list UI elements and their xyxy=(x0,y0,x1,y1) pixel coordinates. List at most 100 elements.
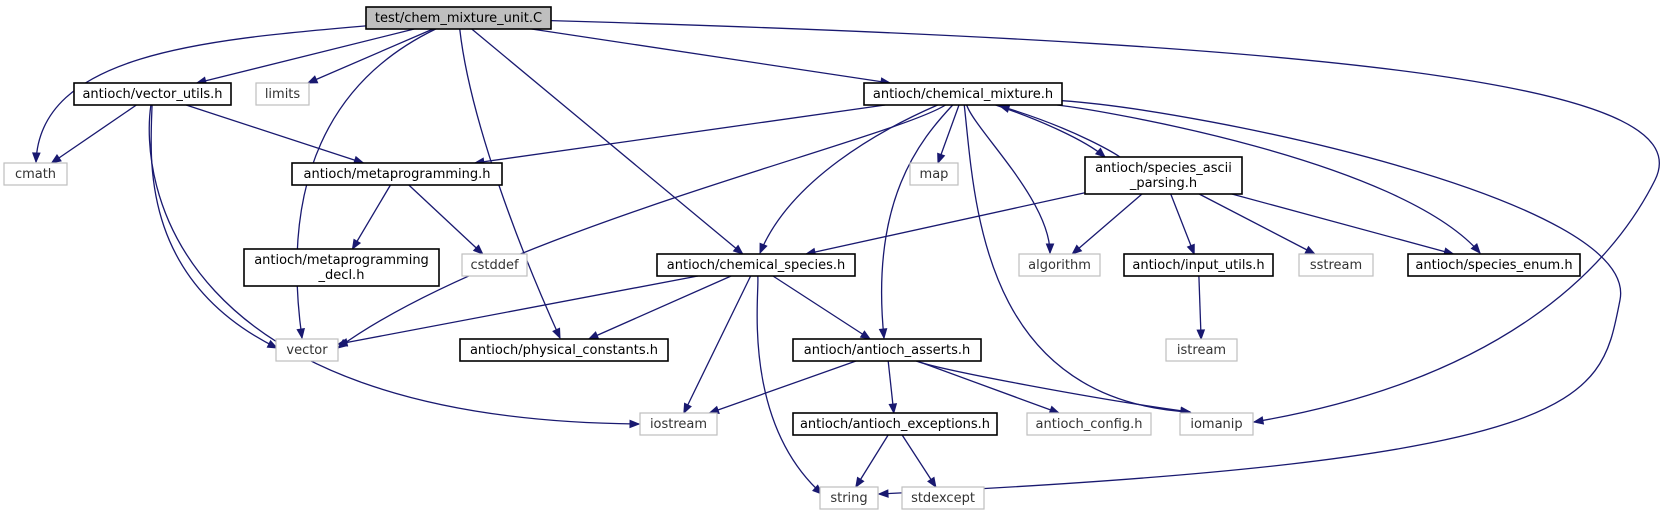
node-label: antioch/chemical_mixture.h xyxy=(873,87,1053,102)
edge-line xyxy=(1231,193,1454,255)
node-label: antioch/input_utils.h xyxy=(1132,258,1264,273)
node-label: antioch/chemical_species.h xyxy=(667,258,845,273)
node-metaprogramming-decl[interactable]: antioch/metaprogramming_decl.h xyxy=(243,248,440,287)
node-input-utils[interactable]: antioch/input_utils.h xyxy=(1123,253,1274,277)
arrow-head xyxy=(732,244,744,255)
edge-antioch-asserts-to-iomanip xyxy=(915,360,1192,416)
node-label: antioch/metaprogramming xyxy=(254,253,429,268)
node-box xyxy=(1298,253,1374,277)
edge-line xyxy=(916,360,1060,414)
arrow-head xyxy=(998,104,1011,113)
node-physical-constants[interactable]: antioch/physical_constants.h xyxy=(459,338,669,362)
arrow-head xyxy=(1094,147,1107,158)
node-box xyxy=(3,162,68,186)
node-stdexcept: stdexcept xyxy=(901,486,985,510)
node-limits: limits xyxy=(255,82,310,106)
edge-chemical-mixture-to-species-ascii xyxy=(995,104,1107,158)
edge-root-to-cmath xyxy=(32,25,367,164)
arrow-head xyxy=(1304,245,1316,255)
node-root[interactable]: test/chem_mixture_unit.C xyxy=(365,6,552,30)
edge-chemical-mixture-to-chemical-species xyxy=(759,104,938,255)
node-species-enum[interactable]: antioch/species_enum.h xyxy=(1407,253,1581,277)
edge-chemical-mixture-to-species-enum xyxy=(1057,104,1481,255)
node-box xyxy=(863,82,1063,106)
edge-line xyxy=(185,104,364,164)
arrow-head xyxy=(1071,244,1083,255)
edge-line xyxy=(878,100,1622,495)
edge-vector-utils-to-iostream xyxy=(148,104,641,429)
edge-line xyxy=(148,104,640,425)
edge-line xyxy=(474,104,886,164)
edge-line xyxy=(588,275,732,340)
arrow-head xyxy=(587,331,600,340)
node-box xyxy=(1018,253,1101,277)
arrow-head xyxy=(859,330,872,340)
node-label: antioch/antioch_exceptions.h xyxy=(800,417,990,432)
edge-line xyxy=(51,104,137,164)
node-vector-utils[interactable]: antioch/vector_utils.h xyxy=(73,82,232,106)
edge-line xyxy=(408,184,484,255)
node-chemical-species[interactable]: antioch/chemical_species.h xyxy=(656,253,856,277)
edge-line xyxy=(805,192,1086,255)
edge-line xyxy=(999,105,1121,158)
edge-chemical-mixture-to-string xyxy=(877,100,1622,498)
node-box xyxy=(1165,338,1238,362)
edge-line xyxy=(963,104,1191,413)
arrow-head xyxy=(351,238,362,251)
edge-line xyxy=(1170,193,1195,255)
node-box xyxy=(909,162,959,186)
node-antioch-exceptions[interactable]: antioch/antioch_exceptions.h xyxy=(792,412,998,436)
edge-chemical-mixture-to-algorithm xyxy=(966,104,1055,255)
node-label: test/chem_mixture_unit.C xyxy=(375,11,542,26)
edge-antioch-asserts-to-antioch-exceptions xyxy=(887,360,898,415)
node-antioch-asserts[interactable]: antioch/antioch_asserts.h xyxy=(792,338,982,362)
edge-line xyxy=(531,28,891,84)
node-box xyxy=(1179,412,1254,436)
node-label: vector xyxy=(286,343,328,358)
node-box xyxy=(73,82,232,106)
arrow-head xyxy=(50,154,62,164)
edge-antioch-asserts-to-iostream xyxy=(708,360,857,414)
node-label: antioch/physical_constants.h xyxy=(470,343,658,358)
edge-chemical-species-to-physical-constants xyxy=(587,275,732,340)
node-box xyxy=(819,486,879,510)
node-sstream: sstream xyxy=(1298,253,1374,277)
arrow-head xyxy=(1045,243,1055,255)
edge-line xyxy=(915,360,1191,413)
node-box xyxy=(1123,253,1274,277)
arrow-head xyxy=(1186,243,1195,256)
node-box xyxy=(459,338,669,362)
node-box xyxy=(792,412,998,436)
node-string: string xyxy=(819,486,879,510)
arrow-head xyxy=(472,244,484,255)
edge-chemical-mixture-to-metaprogramming xyxy=(473,104,886,166)
arrow-head xyxy=(708,405,720,414)
edge-line xyxy=(772,275,871,340)
edge-root-to-chemical-mixture xyxy=(531,28,892,86)
node-label: antioch/metaprogramming.h xyxy=(304,167,491,182)
edge-root-to-chemical-species xyxy=(471,28,744,255)
node-label: antioch/species_ascii xyxy=(1095,161,1232,176)
arrow-head xyxy=(759,242,768,255)
node-iostream: iostream xyxy=(639,412,718,436)
node-chemical-mixture[interactable]: antioch/chemical_mixture.h xyxy=(863,82,1063,106)
node-metaprogramming[interactable]: antioch/metaprogramming.h xyxy=(291,162,503,186)
edge-line xyxy=(709,360,857,414)
node-species-ascii[interactable]: antioch/species_ascii_parsing.h xyxy=(1084,156,1243,195)
edge-line xyxy=(337,104,946,349)
edge-species-ascii-to-species-enum xyxy=(1231,193,1455,256)
edge-chemical-mixture-to-antioch-asserts xyxy=(878,104,954,340)
edge-root-to-iomanip xyxy=(550,20,1660,425)
node-map: map xyxy=(909,162,959,186)
node-label: iostream xyxy=(650,417,707,432)
edge-species-ascii-to-input-utils xyxy=(1170,193,1195,256)
edge-line xyxy=(966,104,1051,254)
edge-antioch-exceptions-to-stdexcept xyxy=(901,434,937,489)
node-cstddef: cstddef xyxy=(461,253,528,277)
arrow-head xyxy=(1252,416,1265,425)
edge-line xyxy=(759,104,938,254)
arrow-head xyxy=(1048,405,1061,414)
arrow-head xyxy=(266,339,279,349)
nodes-layer: test/chem_mixture_unit.C antioch/vector_u… xyxy=(3,6,1581,510)
